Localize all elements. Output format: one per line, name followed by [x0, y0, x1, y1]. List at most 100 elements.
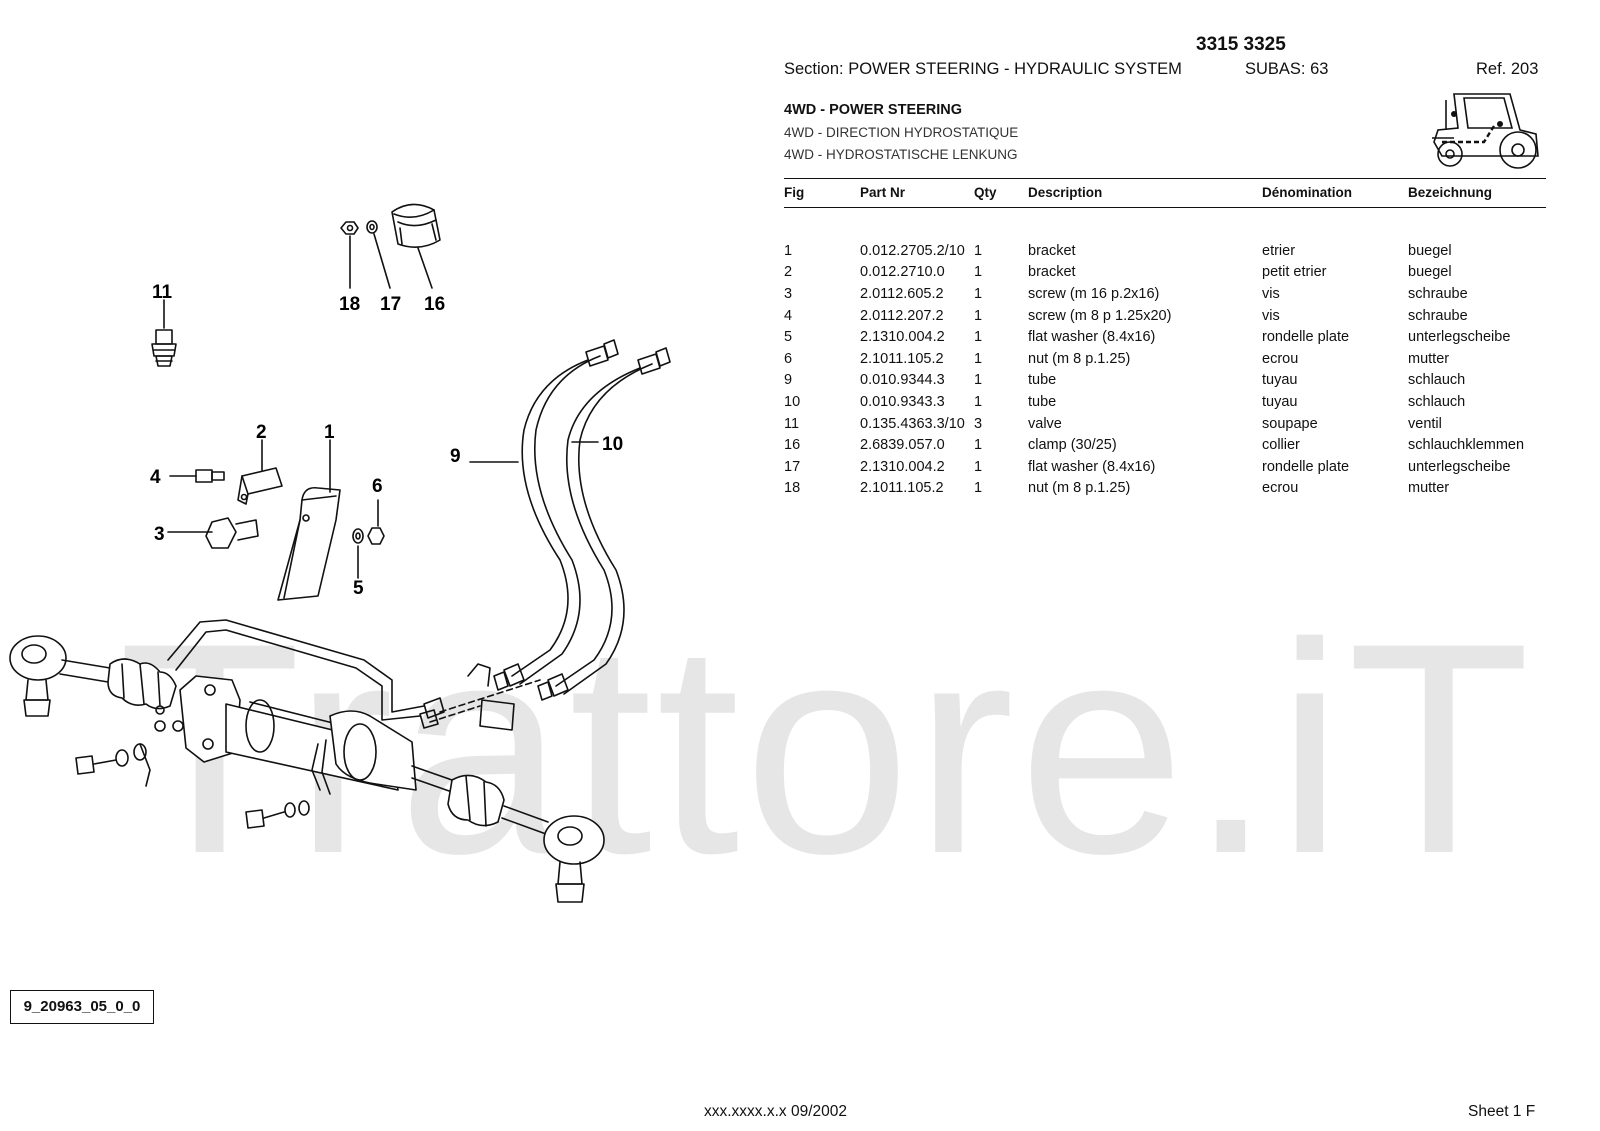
column-header-denomination: Dénomination — [1262, 178, 1408, 208]
nut-part-6 — [367, 499, 385, 545]
clamp-part — [391, 203, 441, 248]
section-title: Section: POWER STEERING - HYDRAULIC SYST… — [784, 60, 1182, 78]
cell-part-nr: 0.010.9343.3 — [860, 393, 945, 410]
cell-part-nr: 2.1310.004.2 — [860, 458, 945, 475]
table-row: 4 2.0112.207.2 1 screw (m 8 p 1.25x20) v… — [784, 305, 1546, 327]
reference-number: Ref. 203 — [1476, 60, 1539, 78]
washer-part-5 — [352, 528, 364, 579]
figure-reference-box: 9_20963_05_0_0 — [10, 990, 154, 1024]
cell-description: flat washer (8.4x16) — [1028, 329, 1156, 346]
callout-10: 10 — [602, 434, 623, 455]
column-header-qty: Qty — [974, 178, 1028, 208]
cell-description: flat washer (8.4x16) — [1028, 458, 1156, 475]
cell-part-nr: 2.1011.105.2 — [860, 350, 944, 367]
cell-fig: 18 — [784, 480, 801, 497]
parts-table: Fig Part Nr Qty Description Dénomination… — [784, 178, 1546, 499]
bolt-part-3 — [167, 517, 259, 549]
callout-16: 16 — [424, 294, 445, 315]
table-row: 11 0.135.4363.3/10 3 valve soupape venti… — [784, 413, 1546, 435]
cell-denomination: ecrou — [1262, 350, 1299, 367]
page-title-german: 4WD - HYDROSTATISCHE LENKUNG — [784, 147, 1018, 162]
column-header-bezeichnung: Bezeichnung — [1408, 178, 1546, 208]
cell-description: nut (m 8 p.1.25) — [1028, 350, 1131, 367]
cell-qty: 1 — [974, 480, 983, 497]
callout-6: 6 — [372, 476, 383, 497]
tube-part-9 — [469, 339, 619, 691]
cell-qty: 1 — [974, 285, 983, 302]
cell-bezeichnung: buegel — [1408, 264, 1452, 281]
cell-part-nr: 2.6839.057.0 — [860, 437, 945, 454]
bracket-part-2 — [237, 439, 283, 505]
page-title-english: 4WD - POWER STEERING — [784, 102, 963, 118]
cell-fig: 1 — [784, 242, 793, 259]
cell-fig: 3 — [784, 285, 793, 302]
cell-description: tube — [1028, 393, 1057, 410]
cell-description: nut (m 8 p.1.25) — [1028, 480, 1131, 497]
table-row: 16 2.6839.057.0 1 clamp (30/25) collier … — [784, 434, 1546, 456]
cell-fig: 9 — [784, 372, 793, 389]
cell-qty: 1 — [974, 437, 983, 454]
cell-bezeichnung: buegel — [1408, 242, 1452, 259]
cell-bezeichnung: schlauch — [1408, 372, 1466, 389]
cell-description: clamp (30/25) — [1028, 437, 1117, 454]
cell-denomination: vis — [1262, 285, 1280, 302]
table-row: 6 2.1011.105.2 1 nut (m 8 p.1.25) ecrou … — [784, 348, 1546, 370]
model-numbers: 3315 3325 — [1196, 34, 1286, 55]
cell-part-nr: 2.1011.105.2 — [860, 480, 944, 497]
table-row: 2 0.012.2710.0 1 bracket petit etrier bu… — [784, 262, 1546, 284]
cell-fig: 10 — [784, 393, 801, 410]
cell-description: screw (m 16 p.2x16) — [1028, 285, 1160, 302]
column-header-part-nr: Part Nr — [860, 178, 974, 208]
cell-bezeichnung: ventil — [1408, 415, 1442, 432]
callout-17: 17 — [380, 294, 401, 315]
callout-labels: 11 18 17 16 2 1 4 6 3 5 9 10 — [150, 282, 623, 599]
callout-4: 4 — [150, 467, 161, 488]
column-header-fig: Fig — [784, 178, 860, 208]
callout-3: 3 — [154, 524, 165, 545]
callout-1: 1 — [324, 422, 335, 443]
washer-part-17 — [366, 220, 378, 234]
cell-denomination: petit etrier — [1262, 264, 1327, 281]
parts-list: Fig Part Nr Qty Description Dénomination… — [784, 178, 1546, 499]
cell-qty: 1 — [974, 307, 983, 324]
table-row: 9 0.010.9344.3 1 tube tuyau schlauch — [784, 370, 1546, 392]
cell-bezeichnung: schlauch — [1408, 393, 1466, 410]
cell-bezeichnung: schraube — [1408, 307, 1468, 324]
cell-denomination: tuyau — [1262, 393, 1298, 410]
callout-18: 18 — [339, 294, 360, 315]
cell-denomination: collier — [1262, 437, 1300, 454]
bracket-part-1 — [277, 439, 341, 601]
cell-bezeichnung: mutter — [1408, 480, 1450, 497]
cell-part-nr: 0.135.4363.3/10 — [860, 415, 965, 432]
cell-part-nr: 2.1310.004.2 — [860, 329, 945, 346]
cell-description: screw (m 8 p 1.25x20) — [1028, 307, 1172, 324]
table-row: 3 2.0112.605.2 1 screw (m 16 p.2x16) vis… — [784, 283, 1546, 305]
cell-part-nr: 0.012.2705.2/10 — [860, 242, 965, 259]
steering-cylinder-assembly — [9, 619, 605, 903]
cell-description: valve — [1028, 415, 1062, 432]
cell-denomination: vis — [1262, 307, 1280, 324]
callout-11: 11 — [152, 282, 173, 303]
tractor-location-icon — [1432, 93, 1539, 169]
cell-description: bracket — [1028, 242, 1076, 259]
cell-description: bracket — [1028, 264, 1076, 281]
cell-denomination: ecrou — [1262, 480, 1299, 497]
table-row: 10 0.010.9343.3 1 tube tuyau schlauch — [784, 391, 1546, 413]
table-header-row: Fig Part Nr Qty Description Dénomination… — [784, 178, 1546, 208]
cell-bezeichnung: schraube — [1408, 285, 1468, 302]
cell-fig: 2 — [784, 264, 793, 281]
cell-part-nr: 2.0112.207.2 — [860, 307, 944, 324]
cell-qty: 1 — [974, 458, 983, 475]
table-row: 18 2.1011.105.2 1 nut (m 8 p.1.25) ecrou… — [784, 478, 1546, 500]
cell-part-nr: 0.012.2710.0 — [860, 264, 945, 281]
cell-denomination: soupape — [1262, 415, 1318, 432]
page-title-french: 4WD - DIRECTION HYDROSTATIQUE — [784, 125, 1019, 140]
cell-qty: 1 — [974, 264, 983, 281]
cell-fig: 5 — [784, 329, 793, 346]
cell-qty: 1 — [974, 393, 983, 410]
column-header-description: Description — [1028, 178, 1262, 208]
screw-part-4 — [169, 469, 225, 483]
cell-fig: 11 — [784, 415, 800, 432]
exploded-parts-drawing: 11 18 17 16 2 1 4 6 3 5 9 10 — [9, 203, 671, 903]
footer-document-code: xxx.xxxx.x.x 09/2002 — [704, 1103, 848, 1120]
